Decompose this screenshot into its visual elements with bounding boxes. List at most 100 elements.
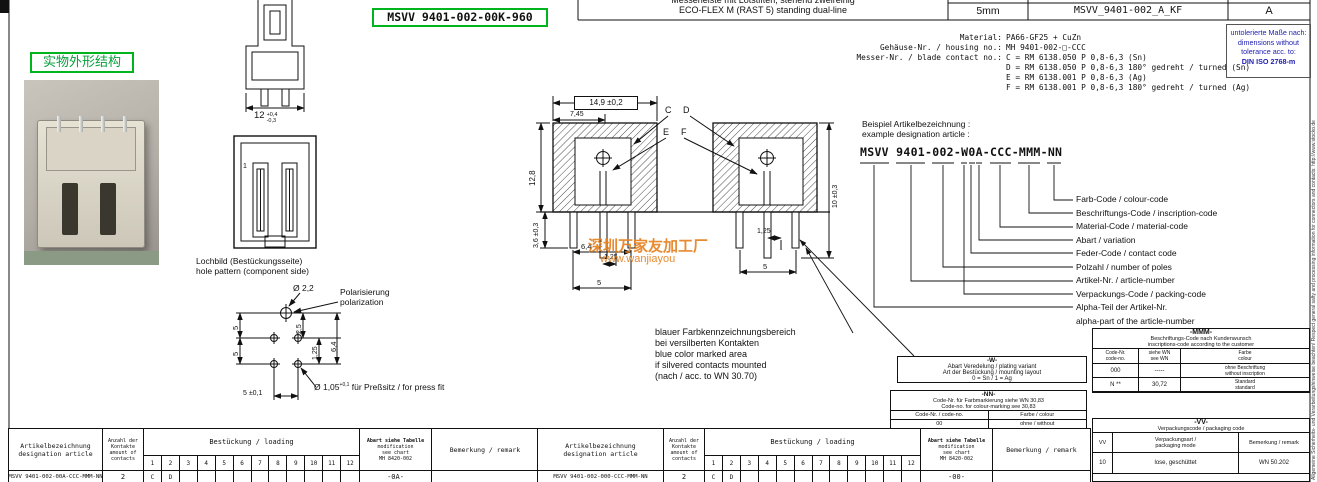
pin-loading-cell xyxy=(198,471,216,482)
plating-variant-line: Art der Bestückung / mounting layout xyxy=(942,370,1042,376)
plating-variant-line: Abart Veredelung / plating variant xyxy=(947,364,1037,370)
inscription-subtitle-de: Beschriftungs-Code nach Kundenwunsch xyxy=(1150,336,1252,342)
remark-header: Bemerkung / remark xyxy=(432,429,538,471)
pin-loading-cell xyxy=(848,471,867,482)
housing-number-value: MH 9401-002-□-CCC xyxy=(1006,43,1086,52)
pin-number-header: 2 xyxy=(162,456,180,470)
vv-remark-value: WN 50.202 xyxy=(1239,453,1309,474)
section-label-c: C xyxy=(665,105,672,115)
dim-sec-5-right: 5 xyxy=(763,262,768,271)
dim-sec-64: 6,4 xyxy=(581,242,592,251)
designation-label-de: Beispiel Artikelbezeichnung : xyxy=(862,119,971,129)
section-label-f: F xyxy=(681,127,687,137)
blade-option-f: F = RM 6138.001 P 0,8-6,3 180° gedreht /… xyxy=(1006,83,1251,92)
vv-value: 10 xyxy=(1093,453,1113,474)
pin-loading-cell xyxy=(795,471,813,482)
blade-option-e: E = RM 6138.001 P 0,8-6,3 (Ag) xyxy=(1006,73,1147,82)
callout-label: Polzahl / number of poles xyxy=(1076,261,1172,272)
pin-loading-cell xyxy=(269,471,288,482)
dim-sec-half: 7,45 xyxy=(570,111,584,118)
pin-number-header: 7 xyxy=(813,456,831,470)
vv-col-header: VV xyxy=(1093,433,1113,453)
pin-number-header: 11 xyxy=(884,456,903,470)
colour-marking-title: -NN- xyxy=(981,391,996,398)
dim-pin-length: 3,6 ±0,3 xyxy=(533,222,540,248)
mmm-col1-header: Code-Nr.code-no. xyxy=(1093,349,1139,364)
photo-contact-slot xyxy=(100,183,116,235)
pin-number-header: 4 xyxy=(759,456,777,470)
pin-number-header: 5 xyxy=(777,456,795,470)
colour-marking-line: Code-Nr. für Farbmarkierung siehe WN 30,… xyxy=(933,398,1044,404)
pin-loading-cell: D xyxy=(162,471,180,482)
pin-loading-cell xyxy=(777,471,795,482)
blue-note-line: blauer Farbkennzeichnungsbereich xyxy=(655,327,796,337)
pin-number-header: 9 xyxy=(287,456,306,470)
article-number-cell: MSVV 9401-002-000-CCC-MMM-NN xyxy=(538,471,664,482)
dim-sec-125-right: 1,25 xyxy=(757,228,771,235)
vv-remark-header: Bemerkung / remark xyxy=(1239,433,1309,453)
plating-variant-title: -W- xyxy=(986,357,998,364)
pin-loading-cell xyxy=(234,471,252,482)
contact-count-header: Anzahl der Kontakte amount of contacts xyxy=(103,429,144,471)
dim-hole-64: 6,4 xyxy=(329,341,338,352)
material-label: Material: xyxy=(959,33,1002,42)
photo-caption-label: 实物外形结构 xyxy=(30,52,134,73)
pin-number-header: 4 xyxy=(198,456,216,470)
loading-table-right: Artikelbezeichnung designation article A… xyxy=(537,428,1091,482)
photo-connector-body xyxy=(37,116,145,248)
blue-note-line: if silvered contacts mounted xyxy=(655,360,767,370)
product-title-line1: Messerleiste mit Lötstiften, stehend zwe… xyxy=(671,0,855,5)
pitch-cell: 5mm xyxy=(976,5,1000,17)
dim-hole-25: 2,5 xyxy=(296,324,303,334)
photo-pin xyxy=(123,116,127,132)
loading-table-left: Artikelbezeichnung designation article A… xyxy=(8,428,539,482)
tolerance-line: dimensions without xyxy=(1237,37,1300,47)
blue-marking-note: blauer Farbkennzeichnungsbereich bei ver… xyxy=(655,327,796,383)
photo-contact-slot xyxy=(62,183,78,235)
pin-loading-cell xyxy=(180,471,198,482)
inscription-code-box: -MMM- Beschriftungs-Code nach Kundenwuns… xyxy=(1092,328,1310,393)
dim-hole-dia: Ø 2,2 xyxy=(293,283,314,293)
article-number-cell: MSVV 9401-002-00A-CCC-MMM-NN xyxy=(9,471,103,482)
mmm-row1-code: 000 xyxy=(1093,364,1139,378)
pin-number-header: 6 xyxy=(795,456,813,470)
hole-pattern-title-en: hole pattern (component side) xyxy=(196,266,309,276)
mmm-row2-code: N ** xyxy=(1093,378,1139,392)
blue-note-line: (nach / acc. to WN 30.70) xyxy=(655,371,758,381)
pin-number-header: 10 xyxy=(866,456,885,470)
photo-pin xyxy=(101,116,105,132)
pin-number-header: 12 xyxy=(907,459,915,467)
loading-title: Bestückung / loading xyxy=(144,429,359,456)
callout-label: Artikel-Nr. / article-number xyxy=(1076,275,1175,285)
pin-number-header: 3 xyxy=(741,456,759,470)
pin-number-header: 1 xyxy=(705,456,723,470)
safety-side-note: Allgemeine Sicherheits- und Verarbeitung… xyxy=(1311,120,1317,480)
pin-loading-cell xyxy=(252,471,270,482)
section-label-d: D xyxy=(683,105,690,115)
designation-code: MSVV 9401-002-W0A-CCC-MMM-NN xyxy=(860,145,1063,159)
polarization-label-de: Polarisierung xyxy=(340,287,390,297)
dim-hole-5-bottom: 5 xyxy=(231,351,240,356)
packaging-code-box: -VV- Verpackungscode / packaging code VV… xyxy=(1092,418,1310,482)
callout-label: Material-Code / material-code xyxy=(1076,221,1188,231)
pin-number-header: 2 xyxy=(723,456,741,470)
blade-option-c: C = RM 6138.050 P 0,8-6,3 (Sn) xyxy=(1006,53,1147,62)
callout-label: Feder-Code / contact code xyxy=(1076,248,1177,258)
dim-hole-5-top: 5 xyxy=(231,325,240,330)
product-photo xyxy=(24,80,159,265)
contact-count-cell: 2 xyxy=(664,471,705,482)
dim-width-12-value: 12 xyxy=(254,110,265,121)
dim-width-12-plus: +0,4 xyxy=(266,112,278,118)
title-block-product-cell: Messerleiste mit Lötstiften, stehend zwe… xyxy=(579,0,947,20)
pin-number-header: 9 xyxy=(848,456,867,470)
colour-value: ohne / without xyxy=(1020,421,1055,427)
dim-sec-height: 12,8 xyxy=(528,170,537,186)
